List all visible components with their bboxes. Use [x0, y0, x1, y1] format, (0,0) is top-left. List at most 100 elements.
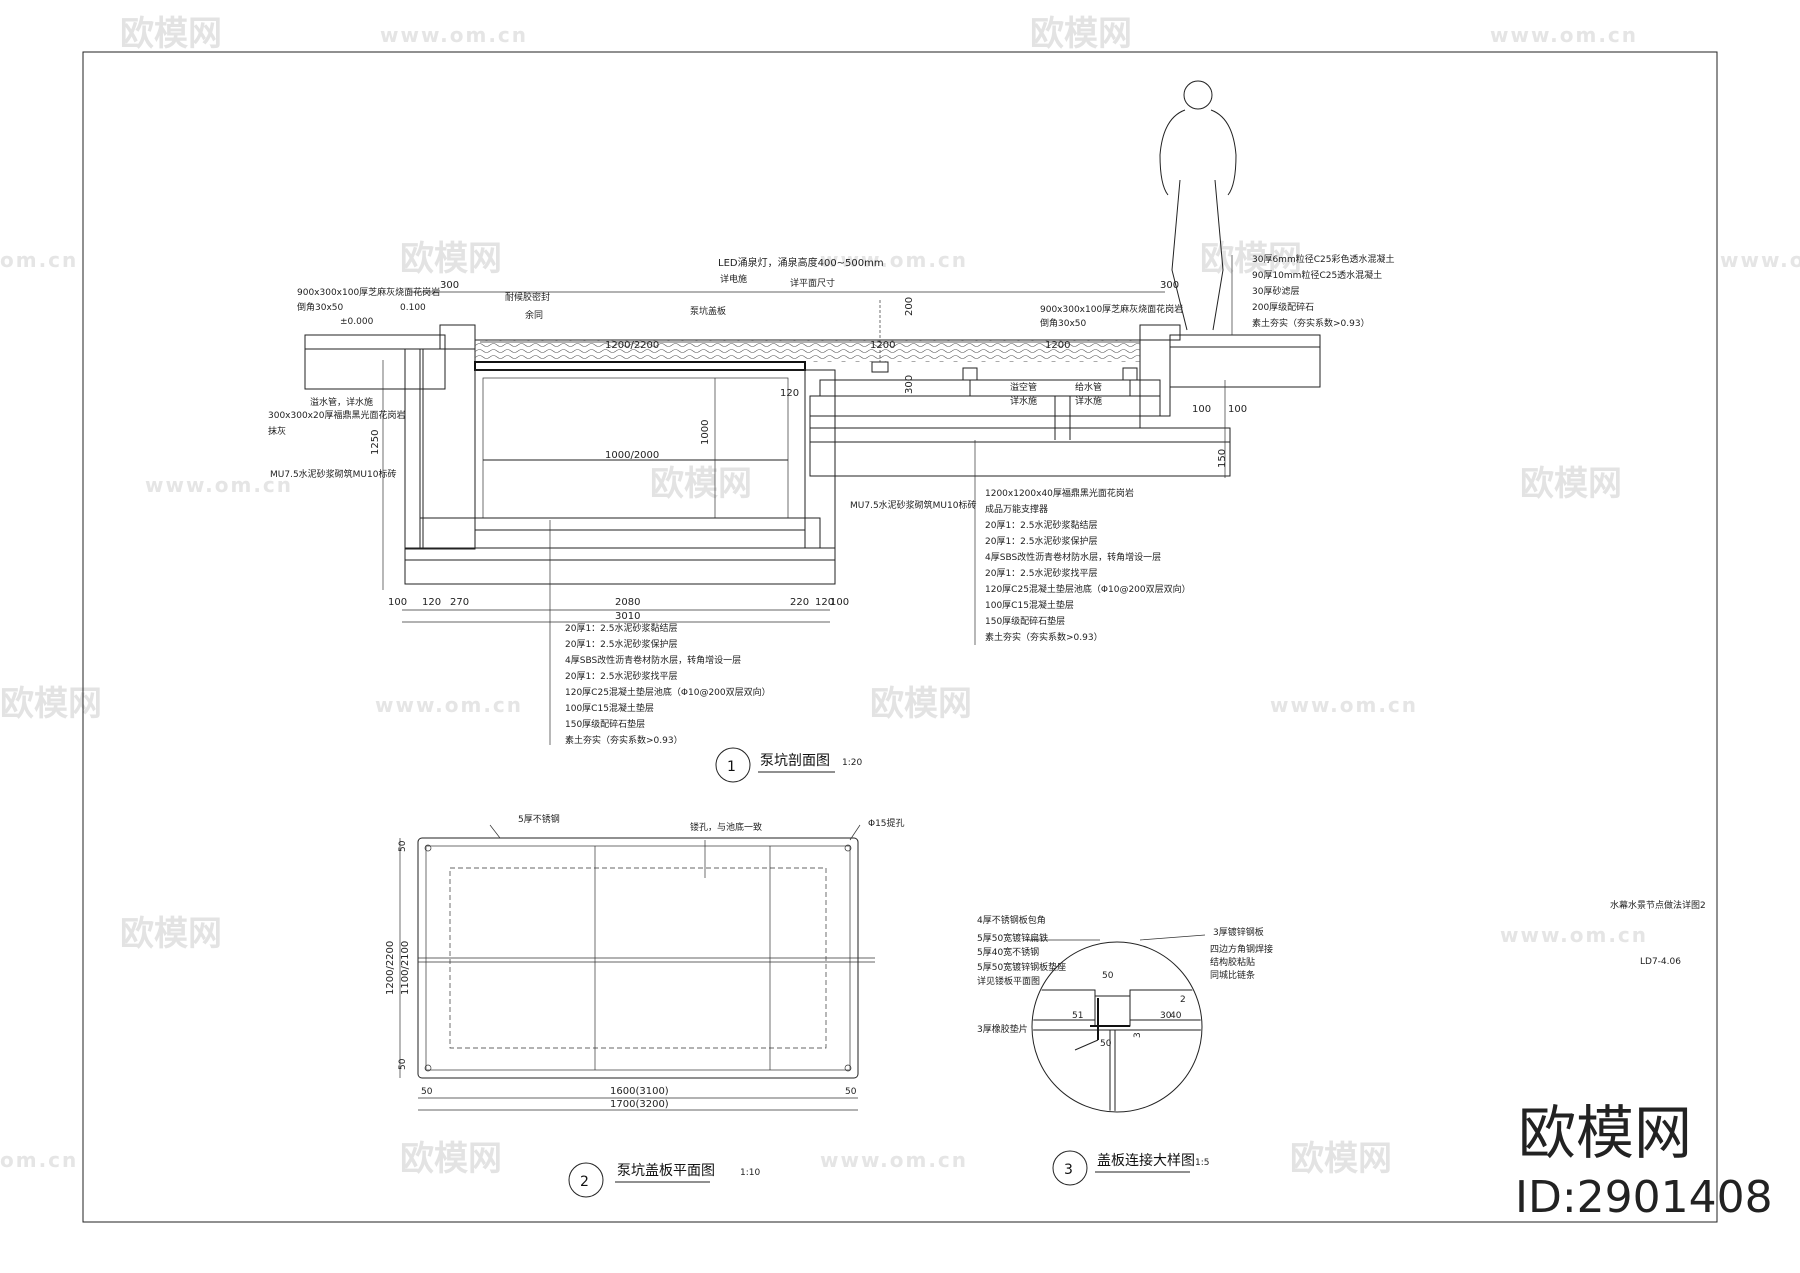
pit-layers: 20厚1：2.5水泥砂浆黏结层 20厚1：2.5水泥砂浆保护层 4厚SBS改性沥…: [565, 622, 771, 746]
svg-text:1:20: 1:20: [842, 758, 862, 768]
svg-text:5厚50宽镀锌钢板垫座: 5厚50宽镀锌钢板垫座: [977, 961, 1066, 973]
svg-text:欧模网: 欧模网: [1030, 14, 1132, 54]
overflow-label: 溢水管，详水施: [310, 396, 373, 408]
svg-text:1:5: 1:5: [1195, 1158, 1209, 1168]
svg-text:50: 50: [421, 1087, 433, 1097]
watermark: 欧模网 www.om.cn: [120, 914, 1648, 954]
dim-span-left: 1200/2200: [605, 340, 659, 351]
svg-text:欧模网: 欧模网: [120, 914, 222, 954]
svg-text:欧模网: 欧模网: [1290, 1139, 1392, 1179]
right-paving-layers: 30厚6mm粒径C25彩色透水混凝土 90厚10mm粒径C25透水混凝土 30厚…: [1252, 253, 1394, 329]
svg-text:www.om.cn: www.om.cn: [145, 473, 293, 497]
svg-text:150厚级配碎石垫层: 150厚级配碎石垫层: [565, 718, 645, 730]
dim-120: 120: [780, 388, 799, 399]
svg-text:20厚1：2.5水泥砂浆找平层: 20厚1：2.5水泥砂浆找平层: [565, 670, 678, 682]
svg-text:欧模网: 欧模网: [650, 464, 752, 504]
perforated-label: 镂孔，与池底一致: [690, 821, 762, 833]
gap-label: 余同: [525, 309, 543, 321]
supply-label: 给水管: [1075, 381, 1102, 393]
svg-text:4厚SBS改性沥青卷材防水层，转角增设一层: 4厚SBS改性沥青卷材防水层，转角增设一层: [565, 654, 741, 666]
svg-text:4厚SBS改性沥青卷材防水层，转角增设一层: 4厚SBS改性沥青卷材防水层，转角增设一层: [985, 551, 1161, 563]
title-block: 水幕水景节点做法详图2 LD7-4.06: [1610, 899, 1706, 967]
svg-text:20厚1：2.5水泥砂浆保护层: 20厚1：2.5水泥砂浆保护层: [985, 535, 1098, 547]
steel-label: 5厚不锈钢: [518, 813, 560, 825]
svg-text:100厚C15混凝土垫层: 100厚C15混凝土垫层: [565, 702, 654, 714]
svg-text:盖板连接大样图: 盖板连接大样图: [1097, 1152, 1195, 1169]
svg-text:20厚1：2.5水泥砂浆黏结层: 20厚1：2.5水泥砂浆黏结层: [565, 622, 678, 634]
dim-300: 300: [904, 375, 915, 394]
svg-text:4厚不锈钢板包角: 4厚不锈钢板包角: [977, 914, 1046, 926]
section-1-title: 1 泵坑剖面图 1:20: [715, 747, 862, 783]
svg-text:200厚级配碎石: 200厚级配碎石: [1252, 301, 1314, 313]
hole-label: Φ15提孔: [868, 818, 905, 829]
dim-300-left: 300: [440, 280, 459, 291]
svg-text:欧模网: 欧模网: [0, 684, 102, 724]
section-2-drawing: [399, 824, 875, 1111]
left-chamfer-label: 倒角30x50: [297, 301, 344, 313]
sealant-label: 耐候胶密封: [505, 291, 550, 303]
svg-text:20厚1：2.5水泥砂浆找平层: 20厚1：2.5水泥砂浆找平层: [985, 567, 1098, 579]
svg-text:泵坑剖面图: 泵坑剖面图: [760, 753, 830, 769]
dim-inner-h: 1100/2100: [400, 941, 411, 995]
svg-text:20厚1：2.5水泥砂浆黏结层: 20厚1：2.5水泥砂浆黏结层: [985, 519, 1098, 531]
svg-text:www.om.cn: www.om.cn: [820, 1148, 968, 1172]
finish-level-label: 详平面尺寸: [790, 277, 835, 289]
right-paver-label: 900x300x100厚芝麻灰烧面花岗岩: [1040, 303, 1183, 315]
svg-text:100: 100: [830, 597, 849, 608]
section-2-title: 2 泵坑盖板平面图 1:10: [568, 1162, 760, 1198]
svg-text:欧模网: 欧模网: [870, 684, 972, 724]
svg-text:3: 3: [1133, 1032, 1143, 1038]
section-3-title: 3 盖板连接大样图 1:5: [1052, 1150, 1209, 1186]
dim-pit: 1000/2000: [605, 450, 659, 461]
svg-text:同城比链条: 同城比链条: [1210, 969, 1255, 981]
svg-text:www.om.cn: www.om.cn: [1720, 248, 1800, 272]
svg-text:www.om.cn: www.om.cn: [380, 23, 528, 47]
right-chamfer-label: 倒角30x50: [1040, 317, 1087, 329]
brand-name: 欧模网: [1518, 1099, 1692, 1167]
drain-ref-label: 详水施: [1010, 395, 1037, 407]
svg-text:30厚6mm粒径C25彩色透水混凝土: 30厚6mm粒径C25彩色透水混凝土: [1252, 253, 1394, 265]
dim-100: 100: [1192, 404, 1211, 415]
svg-text:1:10: 1:10: [740, 1168, 760, 1178]
svg-text:50: 50: [845, 1087, 857, 1097]
svg-text:40: 40: [1170, 1011, 1182, 1021]
svg-text:1200x1200x40厚福鼎黑光面花岗岩: 1200x1200x40厚福鼎黑光面花岗岩: [985, 487, 1134, 499]
human-scale-figure: [1159, 80, 1237, 336]
svg-text:120厚C25混凝土垫层池底（Φ10@200双层双向）: 120厚C25混凝土垫层池底（Φ10@200双层双向）: [985, 583, 1191, 595]
bottom-dims: 100 120 270 2080 220 120 100: [388, 597, 849, 608]
svg-text:素土夯实（夯实系数>0.93）: 素土夯实（夯实系数>0.93）: [565, 734, 683, 746]
pump-cover-label: 泵坑盖板: [690, 305, 726, 317]
dim-outer-w: 1700(3200): [610, 1099, 669, 1110]
led-light-label: LED涌泉灯，涌泉高度400~500mm: [718, 256, 884, 269]
svg-text:www.om.cn: www.om.cn: [375, 693, 523, 717]
drain-label: 溢空管: [1010, 381, 1037, 393]
dim-span-mid: 1200: [870, 340, 895, 351]
svg-text:30厚砂滤层: 30厚砂滤层: [1252, 285, 1299, 297]
plaster-label: 抹灰: [268, 425, 286, 437]
dim-1250: 1250: [370, 430, 381, 455]
watermark: www.om.cn 欧模网 欧模网: [145, 464, 1622, 504]
svg-text:www.om.cn: www.om.cn: [1490, 23, 1638, 47]
svg-text:90厚10mm粒径C25透水混凝土: 90厚10mm粒径C25透水混凝土: [1252, 269, 1382, 281]
svg-text:欧模网: 欧模网: [400, 1139, 502, 1179]
section-3-drawing: [1025, 934, 1206, 1113]
svg-text:www.om.cn: www.om.cn: [1270, 693, 1418, 717]
svg-text:结构胶粘贴: 结构胶粘贴: [1210, 956, 1255, 968]
svg-text:150厚级配碎石垫层: 150厚级配碎石垫层: [985, 615, 1065, 627]
svg-text:成品万能支撑器: 成品万能支撑器: [985, 503, 1048, 515]
svg-text:www.om.cn: www.om.cn: [1500, 923, 1648, 947]
svg-text:欧模网: 欧模网: [1520, 464, 1622, 504]
section-3-labels: 4厚不锈钢板包角 5厚50宽镀锌扁铁 5厚40宽不锈钢 5厚50宽镀锌钢板垫座 …: [977, 914, 1273, 1186]
svg-text:100: 100: [388, 597, 407, 608]
svg-text:120: 120: [422, 597, 441, 608]
svg-text:om.cn: om.cn: [0, 248, 78, 272]
svg-text:100厚C15混凝土垫层: 100厚C15混凝土垫层: [985, 599, 1074, 611]
svg-text:欧模网: 欧模网: [120, 14, 222, 54]
supply-ref-label: 详水施: [1075, 395, 1102, 407]
svg-text:欧模网: 欧模网: [400, 239, 502, 279]
svg-text:2: 2: [580, 1174, 589, 1190]
svg-text:50: 50: [398, 1058, 408, 1070]
svg-text:素土夯实（夯实系数>0.93）: 素土夯实（夯实系数>0.93）: [985, 631, 1103, 643]
